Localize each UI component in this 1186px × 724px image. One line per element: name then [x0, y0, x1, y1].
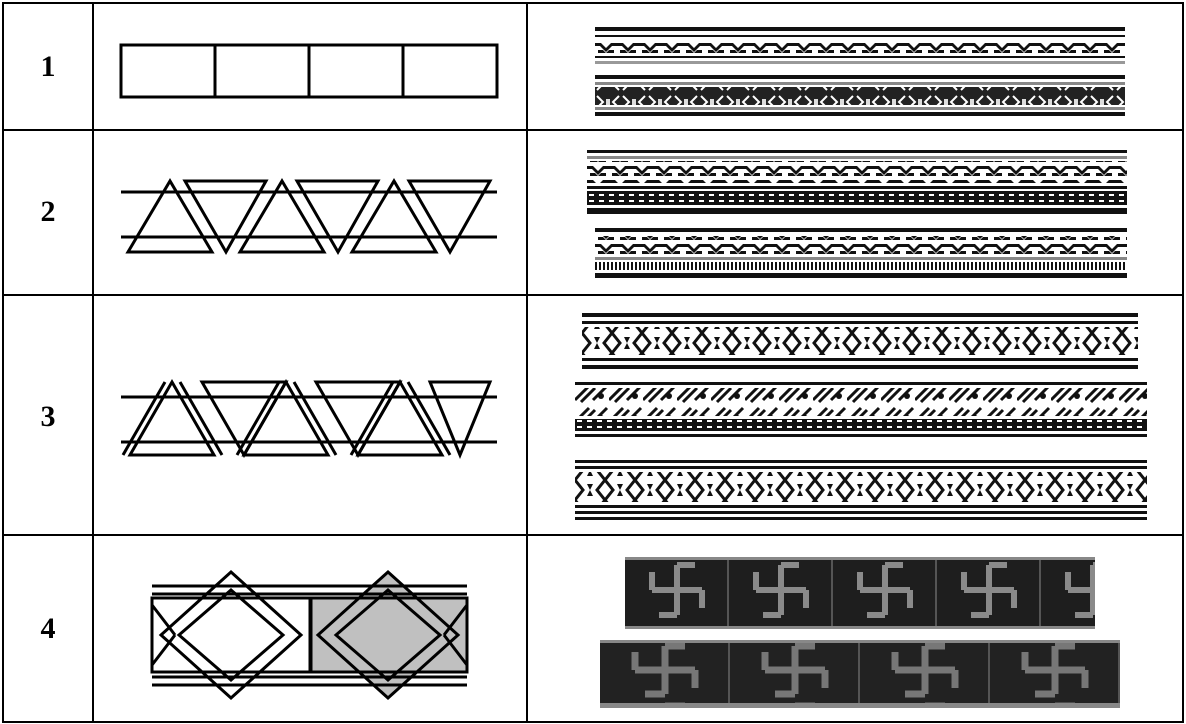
woven-band-4b [600, 640, 1120, 708]
woven-band-1b [595, 75, 1125, 117]
woven-band-4a [625, 557, 1095, 629]
woven-band-2b [595, 228, 1127, 280]
woven-band-3b [575, 382, 1147, 442]
woven-band-1a [595, 27, 1125, 67]
woven-band-2a [587, 150, 1127, 216]
woven-band-3a [582, 313, 1138, 371]
woven-band-3c [575, 460, 1147, 522]
